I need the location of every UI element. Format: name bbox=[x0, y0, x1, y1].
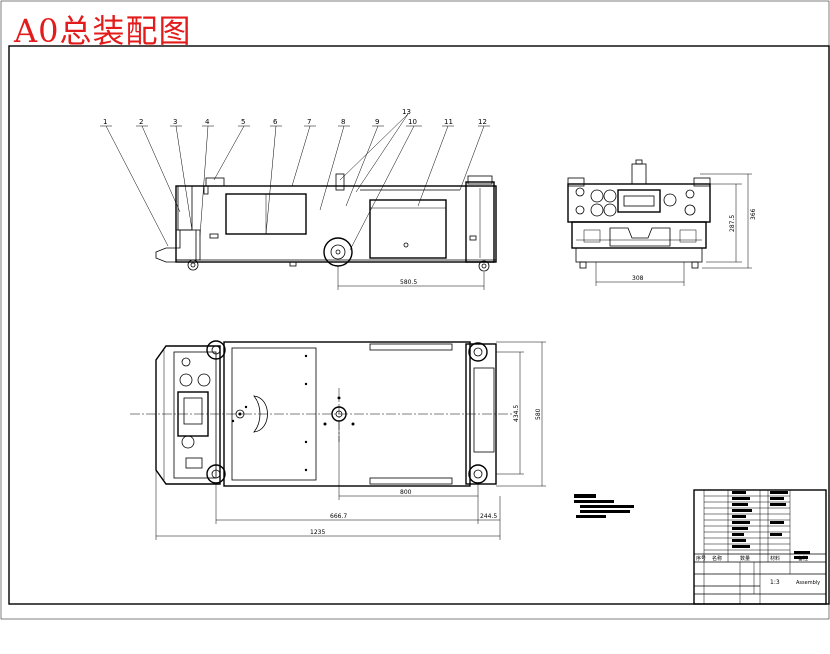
dim-top-outer-width: 580 bbox=[535, 408, 542, 420]
top-head bbox=[155, 345, 221, 485]
top-wheel-front-left bbox=[206, 340, 226, 360]
top-centre-wheel bbox=[331, 406, 347, 422]
outer-sheet-border bbox=[0, 0, 830, 620]
dim-top-right-offset: 244.5 bbox=[480, 513, 497, 520]
tb-label-1: 名称 bbox=[712, 555, 722, 562]
top-wheel-rear-right bbox=[468, 464, 488, 484]
top-view: 434.5 580 800 666.7 244.5 1235 bbox=[130, 340, 546, 540]
top-main-plate bbox=[223, 341, 471, 487]
part-number-4: 4 bbox=[205, 118, 210, 126]
drawing-frame bbox=[8, 45, 830, 605]
dim-top-left-offset: 666.7 bbox=[330, 513, 347, 520]
tb-label-4: 备注 bbox=[798, 555, 808, 562]
tb-scale: 1:3 bbox=[770, 579, 780, 586]
tb-label-0: 序号 bbox=[696, 555, 706, 562]
tb-label-3: 材料 bbox=[770, 555, 780, 562]
part-number-10: 10 bbox=[408, 118, 417, 126]
front-left-handle bbox=[155, 230, 197, 263]
part-number-6: 6 bbox=[273, 118, 278, 126]
dim-front-length: 580.5 bbox=[400, 279, 417, 286]
part-number-7: 7 bbox=[307, 118, 311, 126]
front-body-outline bbox=[175, 185, 497, 263]
side-display-panel bbox=[617, 189, 661, 213]
part-number-3: 3 bbox=[173, 118, 177, 126]
side-view: 287.5 366 308 bbox=[567, 159, 757, 286]
title-block: 序号 名称 数量 材料 备注 1:3 Assembly bbox=[693, 489, 827, 605]
dim-side-height-a: 287.5 bbox=[729, 215, 736, 232]
technical-notes bbox=[574, 494, 634, 518]
dim-top-span: 800 bbox=[400, 489, 412, 496]
top-display-panel bbox=[177, 391, 209, 437]
front-right-box bbox=[369, 199, 447, 259]
dim-side-height-b: 366 bbox=[750, 208, 757, 220]
dim-top-total: 1235 bbox=[310, 529, 325, 536]
drawing-title: A0总装配图 bbox=[14, 12, 192, 50]
tb-drawing-name: Assembly bbox=[796, 580, 820, 586]
part-number-12: 12 bbox=[478, 118, 487, 126]
part-number-11: 11 bbox=[444, 118, 453, 126]
top-wheel-front-right bbox=[468, 342, 488, 362]
part-number-13: 13 bbox=[402, 108, 411, 116]
tb-label-2: 数量 bbox=[740, 555, 750, 562]
part-number-2: 2 bbox=[139, 118, 143, 126]
part-number-8: 8 bbox=[341, 118, 345, 126]
top-wheel-rear-left bbox=[206, 464, 226, 484]
front-view: 1 2 3 4 5 6 7 8 9 10 11 12 13 580.5 bbox=[100, 108, 497, 290]
part-number-1: 1 bbox=[103, 118, 107, 126]
dim-top-inner-width: 434.5 bbox=[513, 405, 520, 422]
part-number-5: 5 bbox=[241, 118, 245, 126]
part-number-9: 9 bbox=[375, 118, 379, 126]
dim-side-width: 308 bbox=[632, 275, 644, 282]
